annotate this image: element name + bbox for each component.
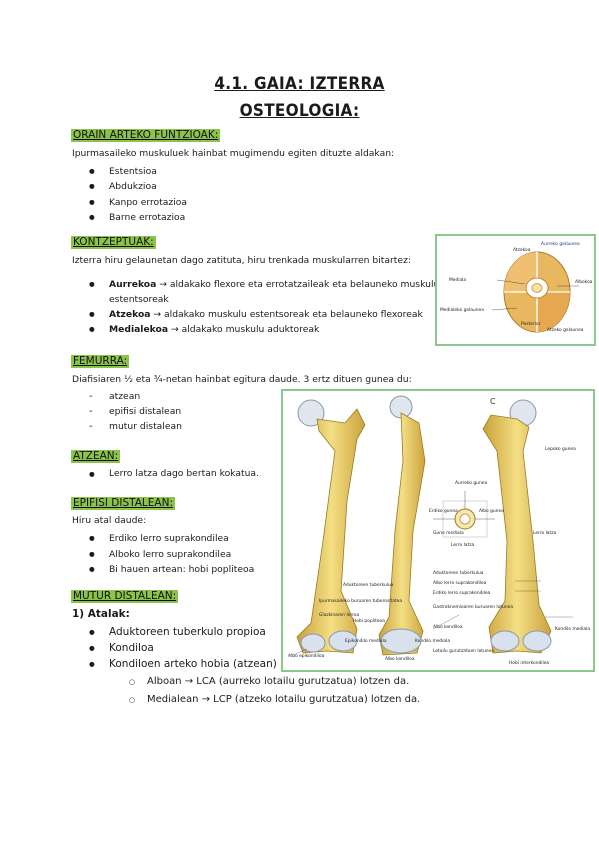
list-item-continuation: estentsoreak: [109, 294, 169, 305]
section-header-back: ATZEAN:: [71, 450, 121, 463]
list-item: Estentsioa: [72, 164, 187, 180]
figure-label: Albo kondiloa: [385, 657, 415, 662]
cross-section-illustration: [491, 251, 579, 333]
sub-list-item: Medialean → LCP (atzeko lotailu gurutzat…: [72, 691, 420, 709]
list-item: Atzekoa → aldakako muskulu estentsoreak …: [72, 307, 439, 322]
femur-list: atzean epifisi distalean mutur distalean: [72, 389, 182, 434]
figure-label: Aurreko gelaunea: [541, 242, 580, 247]
subheading-parts: 1) Atalak:: [72, 608, 130, 620]
section-intro: Ipurmasaileko muskuluek hainbat mugimend…: [72, 148, 395, 159]
section-intro: Diafisiaren ½ eta ¾-netan hainbat egitur…: [72, 374, 412, 385]
list-item: Bi hauen artean: hobi popliteoa: [72, 562, 254, 578]
list-item: Alboko lerro suprakondilea: [72, 547, 254, 563]
figure-label: Gune mediala: [433, 531, 464, 536]
figure-label: Lerro latza: [451, 543, 475, 548]
distal-end-list: Aduktoreen tuberkulo propioa Kondiloa Ko…: [72, 624, 277, 672]
section-header-distal-epiphysis: EPIFISI DISTALEAN:: [71, 497, 175, 510]
figure-label: Erdiko gunea: [429, 509, 458, 514]
figure-label: Kondilo mediala: [555, 627, 591, 632]
section-header-concepts: KONTZEPTUAK:: [71, 236, 156, 249]
figure-label: Albo lerro suprakondilea: [433, 581, 487, 586]
femur-figure: C Albo epikondiloa Epikondilo mediala Gl…: [281, 389, 595, 672]
figure-label: Aduktoreen tuberkulua: [343, 583, 394, 588]
figure-label: Gastroknemioaren buruaren lotunea: [433, 605, 514, 610]
figure-label: Atzeko gelaunea: [547, 328, 584, 333]
section-intro: Izterra hiru gelaunetan dago zatituta, h…: [72, 255, 411, 266]
section-header-distal-end: MUTUR DISTALEAN:: [71, 590, 179, 603]
sub-list-item: Alboan → LCA (aurreko lotailu gurutzatua…: [72, 673, 420, 691]
section-header-femur: FEMURRA:: [71, 355, 130, 368]
figure-label: Glazkinaren lerroa: [319, 613, 360, 618]
functions-list: Estentsioa Abdukzioa Kanpo errotazioa Ba…: [72, 164, 187, 225]
thigh-cross-section-figure: Aurreko gelaunea Atzekoa Mediala Albokoa…: [435, 234, 596, 346]
figure-label: Lepoko gunea: [545, 447, 576, 452]
page-title: 4.1. GAIA: IZTERRA: [214, 74, 385, 94]
concepts-list: Aurrekoa → aldakako flexore eta errotatz…: [72, 277, 439, 337]
list-item: Lerro latza dago bertan kokatua.: [72, 468, 259, 480]
list-item: Abdukzioa: [72, 179, 187, 195]
figure-label: Lotailu gurutzatuen lotunea: [433, 649, 494, 654]
list-item: epifisi distalean: [72, 404, 182, 419]
figure-label: Lerro latza: [533, 531, 557, 536]
figure-label: Epikondilo mediala: [345, 639, 387, 644]
panel-letter: C: [490, 397, 496, 406]
figure-label: Albo kondiloa: [433, 625, 463, 630]
section-header-functions: ORAIN ARTEKO FUNTZIOAK:: [71, 129, 221, 142]
list-item: Medialekoa → aldakako muskulu aduktoreak: [72, 322, 439, 337]
figure-label: Posterior: [521, 322, 541, 327]
list-item: Barne errotazioa: [72, 210, 187, 226]
distal-epiphysis-list: Erdiko lerro suprakondilea Alboko lerro …: [72, 531, 254, 578]
figure-label: Atzekoa: [513, 248, 531, 253]
list-item: atzean: [72, 389, 182, 404]
figure-label: Kondilo mediala: [415, 639, 451, 644]
list-item: Erdiko lerro suprakondilea: [72, 531, 254, 547]
figure-label: Medialeko gelaunea: [440, 308, 484, 313]
figure-label: Albo gunea: [479, 509, 504, 514]
figure-label: Erdiko lerro suprakondilea: [433, 591, 491, 596]
list-item: Kondiloa: [72, 640, 277, 656]
figure-label: Aduktoreen tuberkulua: [433, 571, 484, 576]
page-subtitle: OSTEOLOGIA:: [239, 101, 360, 121]
figure-label: Aurreko gunea: [455, 481, 488, 486]
list-item: Kondiloen arteko hobia (atzean): [72, 656, 277, 672]
distal-end-sublist: Alboan → LCA (aurreko lotailu gurutzatua…: [72, 673, 420, 709]
list-item: Aurrekoa → aldakako flexore eta errotatz…: [72, 277, 439, 292]
list-item: mutur distalean: [72, 419, 182, 434]
figure-label: Ipurmasaileko buruaren tuberositatea: [319, 599, 403, 604]
list-item: Aduktoreen tuberkulo propioa: [72, 624, 277, 640]
back-list: Lerro latza dago bertan kokatua.: [72, 468, 259, 480]
section-intro: Hiru atal daude:: [72, 515, 147, 526]
figure-label: Albokoa: [575, 280, 593, 285]
list-item: Kanpo errotazioa: [72, 195, 187, 211]
figure-label: Mediala: [449, 278, 467, 283]
femur-illustration: C: [292, 395, 573, 656]
figure-label: Hobi interkondilea: [509, 661, 550, 666]
figure-label: Hobi popliteoa: [353, 619, 385, 624]
figure-label: Albo epikondiloa: [288, 654, 325, 659]
